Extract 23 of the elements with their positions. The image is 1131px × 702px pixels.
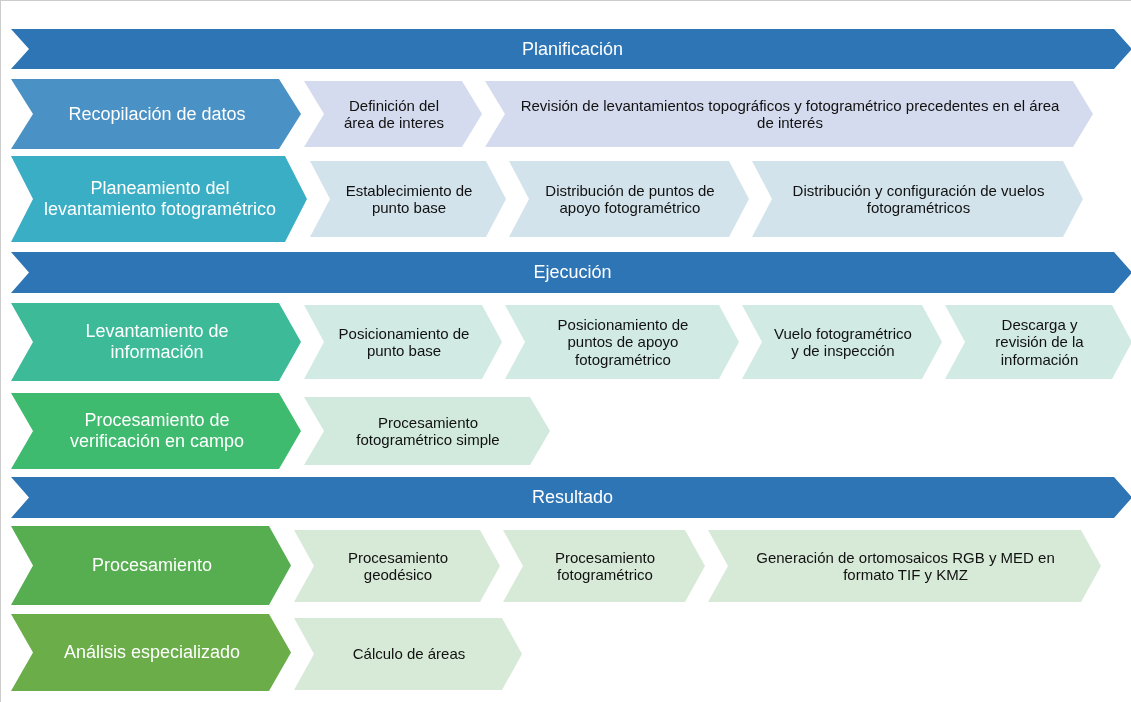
task-step: Revisión de levantamientos topográficos y fotogramétrico precedentes en el área de interés <box>485 81 1093 147</box>
stage-step: Levantamiento de información <box>11 303 301 381</box>
stage-step: Procesamiento <box>11 526 291 605</box>
phase-banner: Planificación <box>11 29 1131 69</box>
stage-step: Recopilación de datos <box>11 79 301 149</box>
task-step: Distribución y configuración de vuelos fotogramétricos <box>752 161 1083 237</box>
stage-step: Análisis especializado <box>11 614 291 691</box>
task-step: Generación de ortomosaicos RGB y MED en formato TIF y KMZ <box>708 530 1101 602</box>
task-step: Vuelo fotogramétrico y de inspección <box>742 305 942 379</box>
task-step: Procesamiento fotogramétrico <box>503 530 705 602</box>
task-step: Distribución de puntos de apoyo fotogramétrico <box>509 161 749 237</box>
task-step: Procesamiento fotogramétrico simple <box>304 397 550 465</box>
task-step: Posicionamiento de punto base <box>304 305 502 379</box>
phase-banner: Resultado <box>11 477 1131 518</box>
stage-step: Procesamiento de verificación en campo <box>11 393 301 469</box>
task-step: Cálculo de áreas <box>294 618 522 690</box>
stage-step: Planeamiento del levantamiento fotogramétrico <box>11 156 307 242</box>
task-step: Descarga y revisión de la información <box>945 305 1131 379</box>
task-step: Procesamiento geodésico <box>294 530 500 602</box>
task-step: Definición del área de interes <box>304 81 482 147</box>
task-step: Establecimiento de punto base <box>310 161 506 237</box>
task-step: Posicionamiento de puntos de apoyo fotogramétrico <box>505 305 739 379</box>
phase-banner: Ejecución <box>11 252 1131 293</box>
